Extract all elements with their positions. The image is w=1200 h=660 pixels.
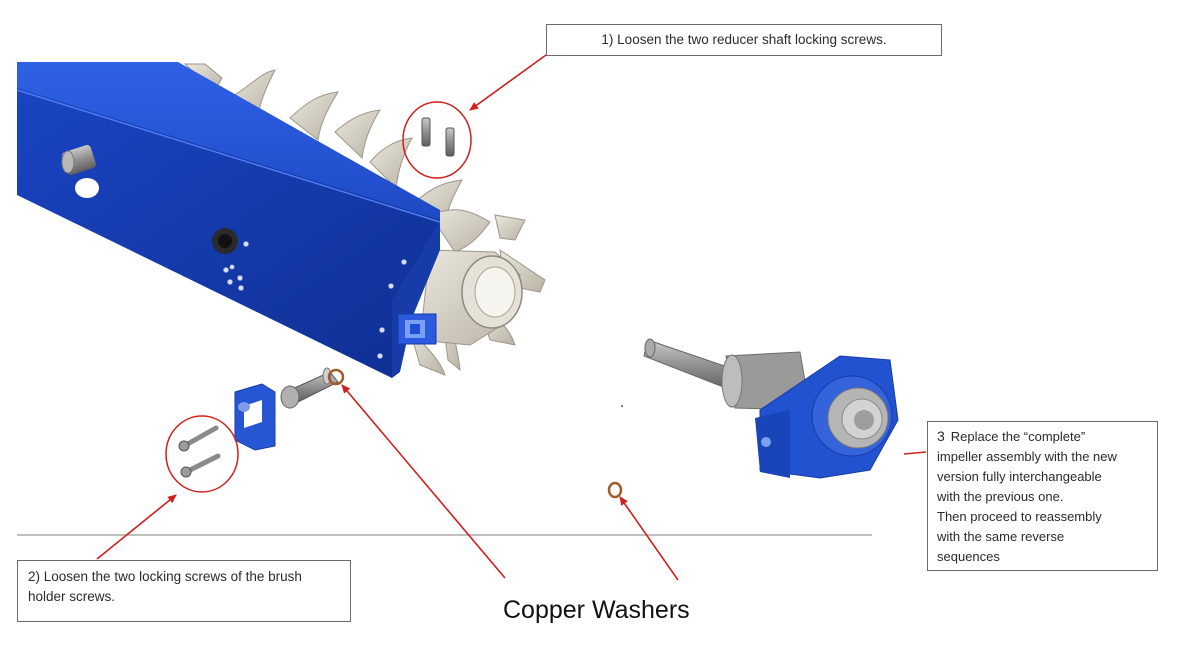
callout-step-3-line: version fully interchangeable (937, 469, 1102, 484)
arrow-washer-2 (619, 496, 679, 581)
annotation-arrows (96, 54, 927, 581)
arrow-step1 (469, 54, 547, 111)
callout-step-3-line: with the previous one. (937, 489, 1064, 504)
callout-step-3-number: 3 (937, 428, 945, 444)
callout-step-3-line: impeller assembly with the new (937, 449, 1117, 464)
side-hole (75, 178, 99, 198)
brush-holder-clamp (234, 383, 276, 451)
callout-step-3: 3 Replace the “complete” impeller assembl… (927, 421, 1158, 571)
arrow-washer-1 (341, 384, 506, 579)
arrow-step3 (903, 451, 927, 455)
highlight-circle-shaft-screws (402, 101, 472, 179)
callout-step-3-line: Replace the “complete” (950, 429, 1086, 444)
side-bolt-stub (61, 144, 96, 176)
brush-holder-screws (178, 425, 221, 478)
reducer-shaft-screws (421, 117, 455, 157)
callout-step-3-line: with the same reverse (937, 529, 1065, 544)
highlight-circle-brush-screws (165, 415, 239, 493)
callout-step-2-text: 2) Loosen the two locking screws of the … (28, 569, 302, 604)
copper-washers-label: Copper Washers (503, 596, 690, 624)
copper-washer-1 (327, 368, 345, 386)
callout-step-3-line: Then proceed to reassembly (937, 509, 1102, 524)
callout-step-1: 1) Loosen the two reducer shaft locking … (546, 24, 942, 56)
impeller-assembly (643, 338, 899, 479)
callout-step-1-text: 1) Loosen the two reducer shaft locking … (601, 32, 887, 47)
impeller-hub (419, 249, 523, 346)
blue-frame (16, 62, 441, 378)
brush-holder-bolt (280, 367, 339, 409)
frame-details (61, 144, 437, 359)
shaft-spline (212, 228, 238, 254)
callout-step-3-line: sequences (937, 549, 1000, 564)
arrow-step2 (96, 494, 177, 560)
stray-dot (621, 405, 623, 407)
copper-washer-2 (607, 481, 623, 499)
brush-holder-block (397, 313, 437, 345)
callout-step-2: 2) Loosen the two locking screws of the … (17, 560, 351, 622)
